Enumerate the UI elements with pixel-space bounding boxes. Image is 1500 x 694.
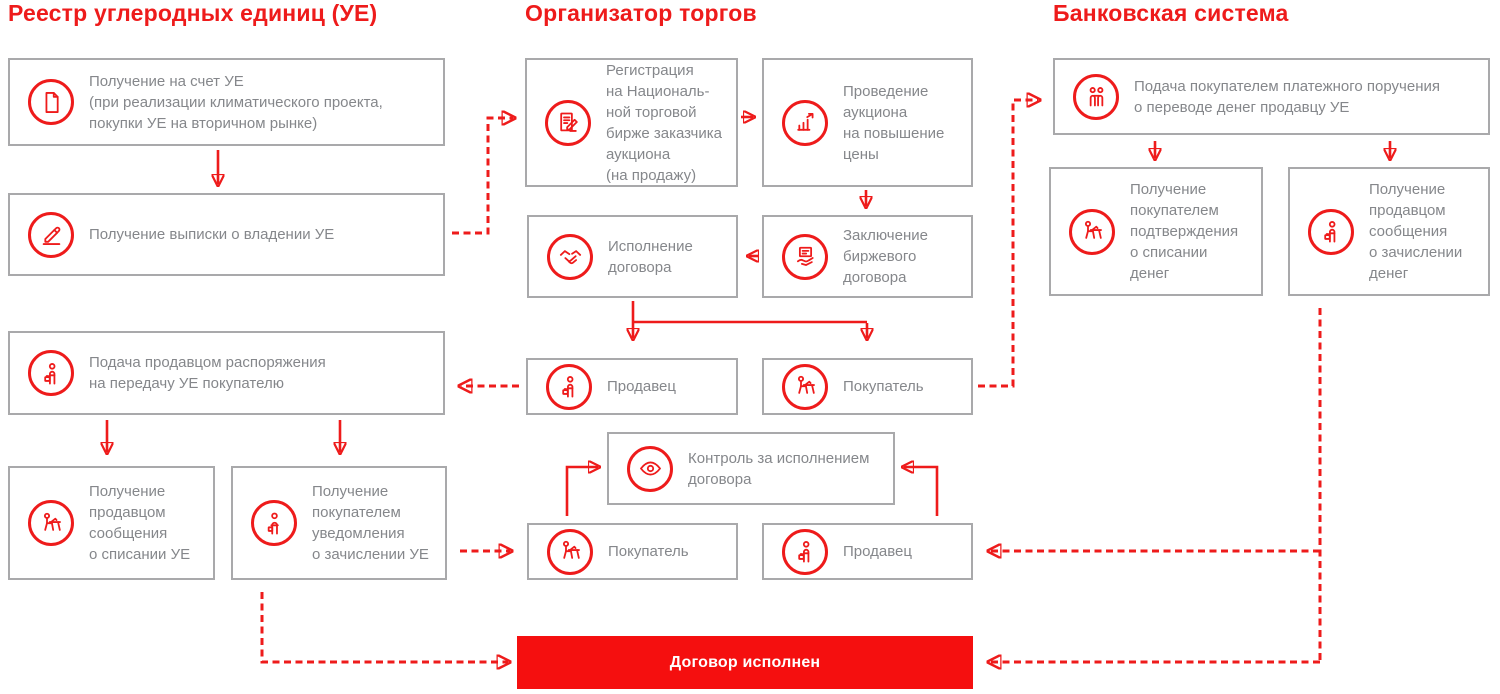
block-label: Заключение биржевого договора — [843, 227, 928, 286]
person-desk-icon — [547, 528, 593, 575]
block-registration: Регистрация на Националь- ной торговой б… — [525, 58, 738, 187]
person-briefcase-icon — [546, 363, 592, 410]
clipboard-pen-icon — [545, 99, 591, 146]
person-desk-icon — [1069, 208, 1115, 255]
block-label: Продавец — [843, 543, 912, 560]
block-label: Продавец — [607, 378, 676, 395]
document-icon — [28, 79, 74, 125]
signature-icon — [28, 211, 74, 258]
block-seller-mid: Продавец — [526, 358, 738, 415]
block-label: Получение продавцом сообщения о зачислен… — [1369, 181, 1463, 282]
block-label: Подача продавцом распоряжения на передач… — [89, 354, 326, 392]
eye-icon — [627, 445, 673, 492]
person-icon — [251, 500, 297, 546]
block-buyer-bottom: Покупатель — [527, 523, 738, 580]
person-desk-icon — [782, 363, 828, 410]
arrow-buyer-to-control — [565, 467, 598, 516]
heading-registry: Реестр углеродных единиц (УЕ) — [8, 0, 378, 26]
chart-up-icon — [782, 99, 828, 146]
block-seller-writeoff-msg: Получение продавцом сообщения о списании… — [8, 466, 215, 580]
person-briefcase-icon — [1308, 208, 1354, 255]
dashed-buyer-to-payment-order — [978, 100, 1038, 388]
block-contract-execution: Исполнение договора — [527, 215, 738, 298]
block-label: Регистрация на Националь- ной торговой б… — [606, 61, 722, 184]
block-seller-order: Подача продавцом распоряжения на передач… — [8, 331, 445, 415]
block-auction: Проведение аукциона на повышение цены — [762, 58, 973, 187]
block-buyer-mid: Покупатель — [762, 358, 973, 415]
block-receive-units: Получение на счет УЕ (при реализации кли… — [8, 58, 445, 146]
block-seller-bottom: Продавец — [762, 523, 973, 580]
block-seller-credit-msg: Получение продавцом сообщения о зачислен… — [1288, 167, 1490, 296]
block-contract-signing: Заключение биржевого договора — [762, 215, 973, 298]
person-briefcase-icon — [782, 528, 828, 575]
banner-label: Договор исполнен — [669, 653, 821, 671]
block-label: Получение выписки о владении УЕ — [89, 226, 335, 243]
block-label: Подача покупателем платежного поручения … — [1134, 77, 1440, 116]
block-label: Получение покупателем уведомления о зачи… — [312, 483, 429, 563]
dashed-credit-notice-to-banner — [260, 592, 508, 662]
block-payment-order: Подача покупателем платежного поручения … — [1053, 58, 1490, 135]
block-label: Контроль за исполнением договора — [688, 449, 870, 488]
block-label: Покупатель — [843, 378, 924, 395]
contract-fulfilled-banner: Договор исполнен — [517, 636, 973, 689]
arrow-seller-to-control — [904, 467, 939, 516]
block-ownership-statement: Получение выписки о владении УЕ — [8, 193, 445, 276]
block-label: Получение продавцом сообщения о списании… — [89, 483, 191, 563]
block-buyer-credit-notice: Получение покупателем уведомления о зачи… — [231, 466, 447, 580]
contract-hand-icon — [782, 233, 828, 280]
dashed-statement-to-registration — [452, 118, 513, 235]
block-buyer-debit-confirm: Получение покупателем подтверждения о сп… — [1049, 167, 1263, 296]
handshake-icon — [547, 233, 593, 280]
block-label: Получение покупателем подтверждения о сп… — [1130, 181, 1239, 282]
person-briefcase-icon — [28, 350, 74, 396]
two-people-icon — [1073, 73, 1119, 120]
block-control: Контроль за исполнением договора — [607, 432, 895, 505]
person-desk-icon — [28, 500, 74, 546]
heading-organizer: Организатор торгов — [525, 0, 757, 26]
block-label: Исполнение договора — [608, 237, 693, 276]
block-label: Получение на счет УЕ (при реализации кли… — [89, 72, 383, 132]
block-label: Покупатель — [608, 543, 689, 560]
heading-bank: Банковская система — [1053, 0, 1289, 26]
block-label: Проведение аукциона на повышение цены — [843, 82, 945, 163]
